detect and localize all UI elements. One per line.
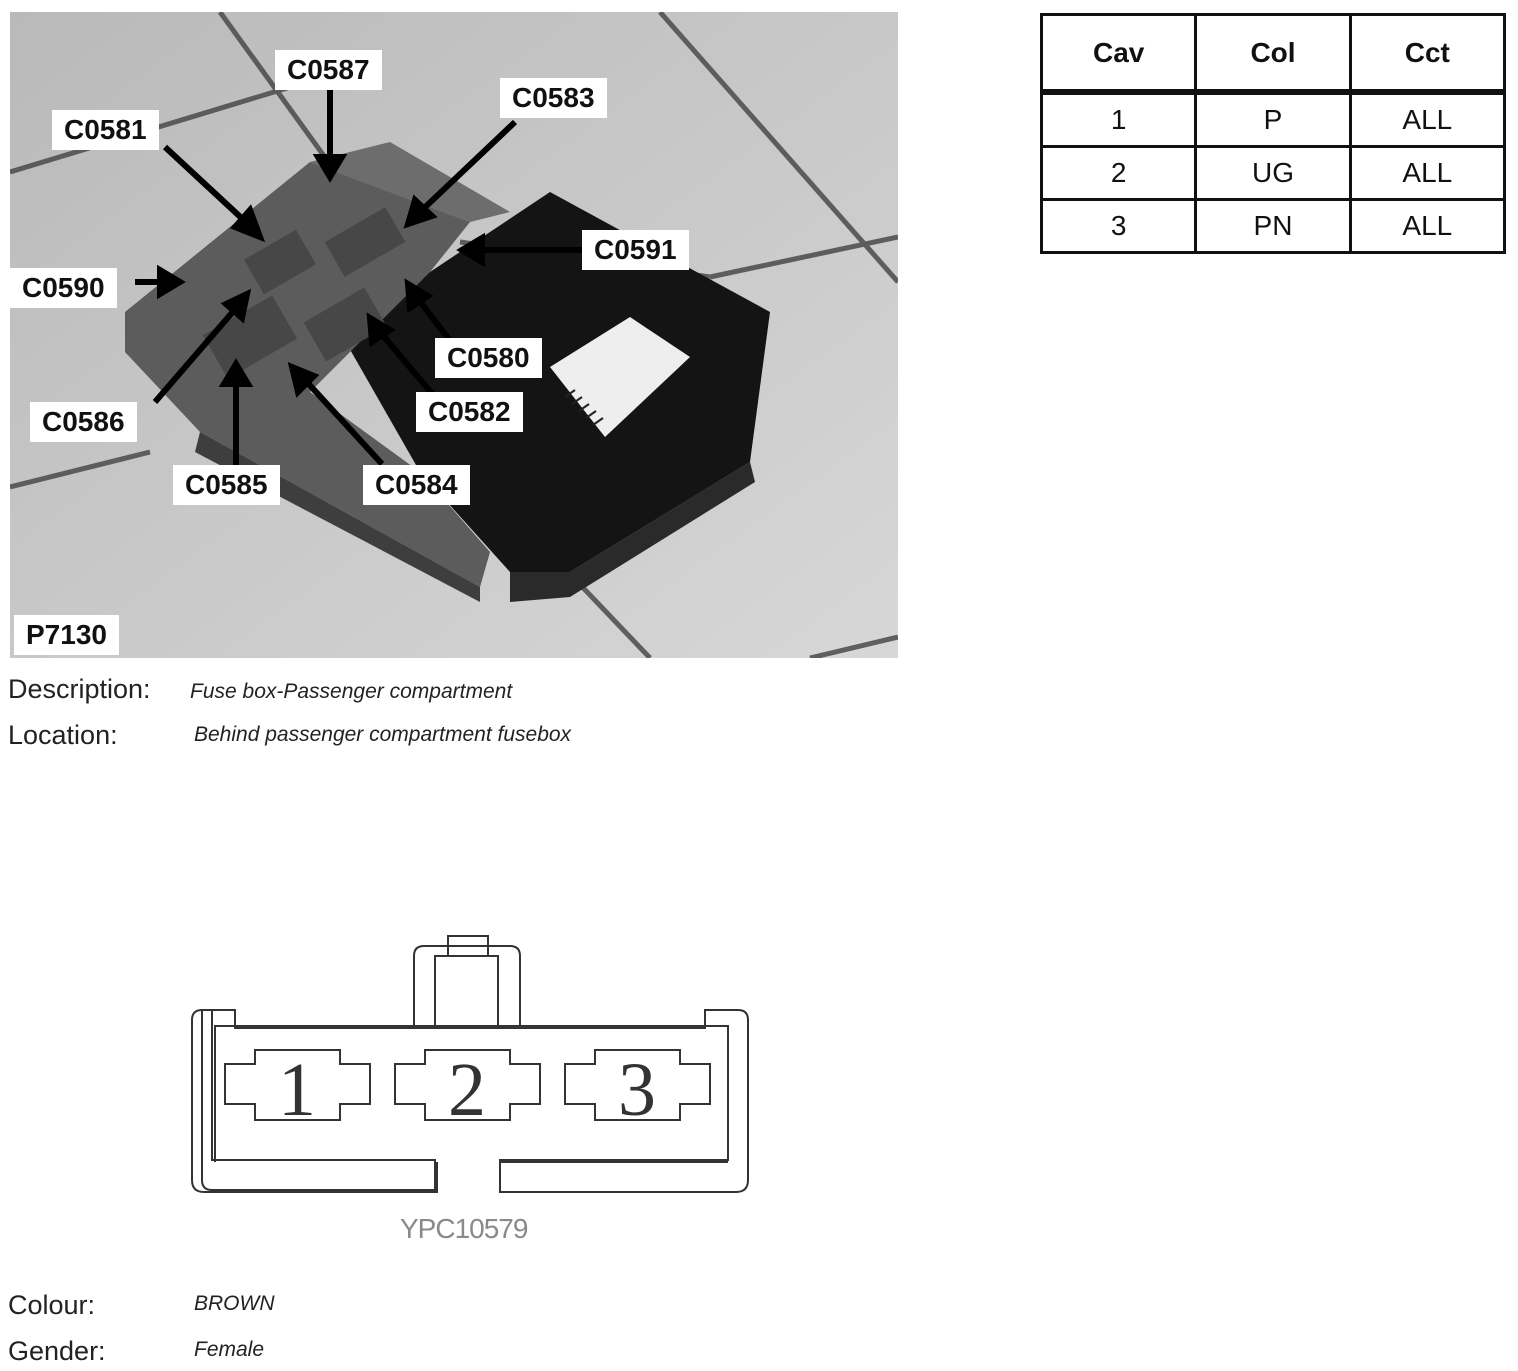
callout-c0586: C0586 (30, 402, 137, 442)
colour-value: BROWN (194, 1292, 275, 1315)
photo-reference: P7130 (14, 615, 119, 655)
cell-cct: ALL (1348, 145, 1507, 201)
location-label: Location: (8, 720, 118, 750)
cell-cct: ALL (1348, 198, 1507, 254)
callout-c0587: C0587 (275, 50, 382, 90)
header-cct: Cct (1348, 13, 1507, 94)
cavity-1-label: 1 (278, 1048, 316, 1132)
callout-c0583: C0583 (500, 78, 607, 118)
callout-c0581: C0581 (52, 110, 159, 150)
gender-value: Female (194, 1338, 265, 1361)
connector-face-diagram: 1 2 3 (180, 930, 760, 1200)
location-value: Behind passenger compartment fusebox (194, 723, 572, 746)
gender-label: Gender: (8, 1336, 106, 1366)
cavity-3-label: 3 (618, 1048, 656, 1132)
fusebox-photo: C0587 C0583 C0581 C0591 C0590 C0580 C058… (10, 12, 898, 658)
header-cav: Cav (1039, 13, 1198, 94)
callout-c0590: C0590 (10, 268, 117, 308)
connector-reference: YPC10579 (400, 1213, 528, 1244)
cell-col: P (1194, 90, 1352, 148)
cavity-table: Cav Col Cct 1 P ALL 2 UG ALL 3 PN ALL (1039, 13, 1507, 254)
cell-col: UG (1194, 145, 1352, 201)
description-value: Fuse box-Passenger compartment (190, 680, 513, 703)
table-header-row: Cav Col Cct (1039, 13, 1507, 94)
cell-cav: 2 (1039, 145, 1198, 201)
cavity-2-label: 2 (448, 1048, 486, 1132)
fusebox-image (10, 12, 898, 658)
cell-cav: 3 (1039, 198, 1198, 254)
callout-c0591: C0591 (582, 230, 689, 270)
table-row: 1 P ALL (1039, 90, 1507, 148)
cell-cct: ALL (1348, 90, 1507, 148)
callout-c0584: C0584 (363, 465, 470, 505)
cell-cav: 1 (1039, 90, 1198, 148)
cell-col: PN (1194, 198, 1352, 254)
description-label: Description: (8, 674, 151, 704)
table-row: 2 UG ALL (1039, 145, 1507, 201)
table-row: 3 PN ALL (1039, 198, 1507, 254)
callout-c0585: C0585 (173, 465, 280, 505)
callout-c0580: C0580 (435, 338, 542, 378)
header-col: Col (1194, 13, 1352, 94)
colour-label: Colour: (8, 1290, 96, 1320)
callout-c0582: C0582 (416, 392, 523, 432)
connector-outline: 1 2 3 (191, 935, 749, 1193)
